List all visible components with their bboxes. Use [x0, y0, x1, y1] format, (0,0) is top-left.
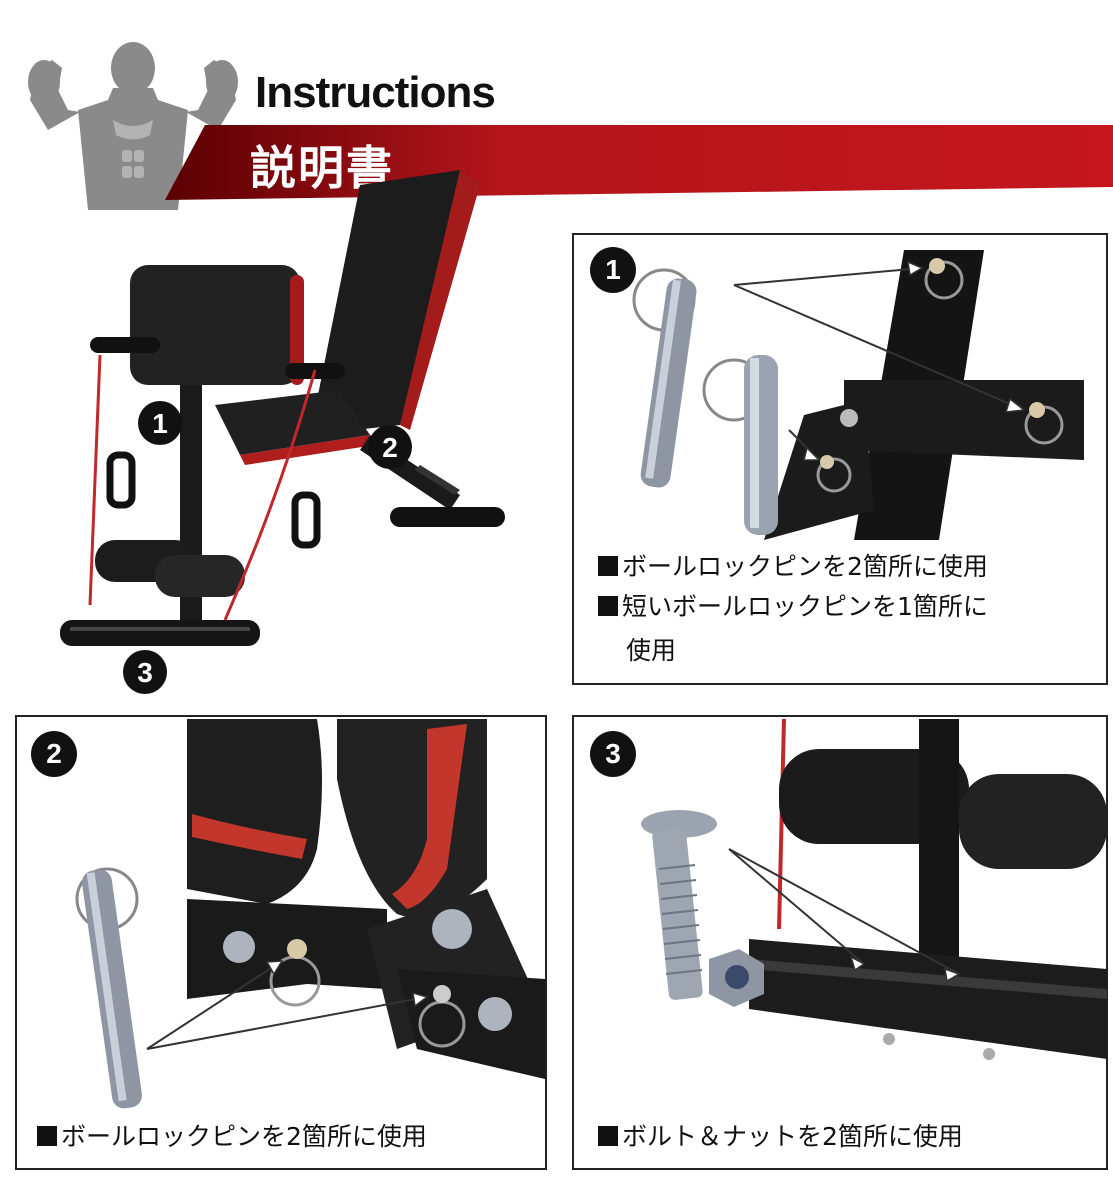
bullet-square [598, 1126, 618, 1146]
svg-text:3: 3 [137, 657, 153, 688]
bullet-square [598, 556, 618, 576]
marker-2: 2 [368, 425, 412, 469]
panel-1-caption-2: 短いボールロックピンを1箇所に [598, 587, 988, 627]
bullet-square [598, 596, 618, 616]
muscle-man-icon [28, 42, 238, 210]
panel-number-badge: 3 [590, 731, 636, 777]
panel-1-caption-3: 使用 [626, 636, 677, 665]
svg-text:2: 2 [382, 432, 398, 463]
panel-number-badge: 2 [31, 731, 77, 777]
bench-illustration: 1 2 3 [60, 170, 505, 694]
panel-3-caption-1: ボルト＆ナットを2箇所に使用 [598, 1117, 963, 1157]
panel-1: 1 ボールロックピンを2箇所に使用 短いボールロックピンを1箇所に [572, 233, 1108, 685]
marker-3: 3 [123, 650, 167, 694]
bullet-square [37, 1126, 57, 1146]
ball-lock-pin-illustration [632, 250, 1084, 540]
panel-number-badge: 1 [590, 247, 636, 293]
panel-2: 2 ボールロックピンを2箇所に使用 [15, 715, 547, 1170]
bolt-nut-illustration [641, 719, 1107, 1060]
panel-3: 3 ボルト＆ [572, 715, 1108, 1170]
panel-2-caption-1: ボールロックピンを2箇所に使用 [37, 1117, 427, 1157]
title-english: Instructions [255, 68, 496, 117]
marker-1: 1 [138, 401, 182, 445]
svg-text:1: 1 [152, 408, 168, 439]
seat-pivot-illustration [75, 719, 545, 1109]
panel-1-caption-1: ボールロックピンを2箇所に使用 [598, 547, 988, 587]
